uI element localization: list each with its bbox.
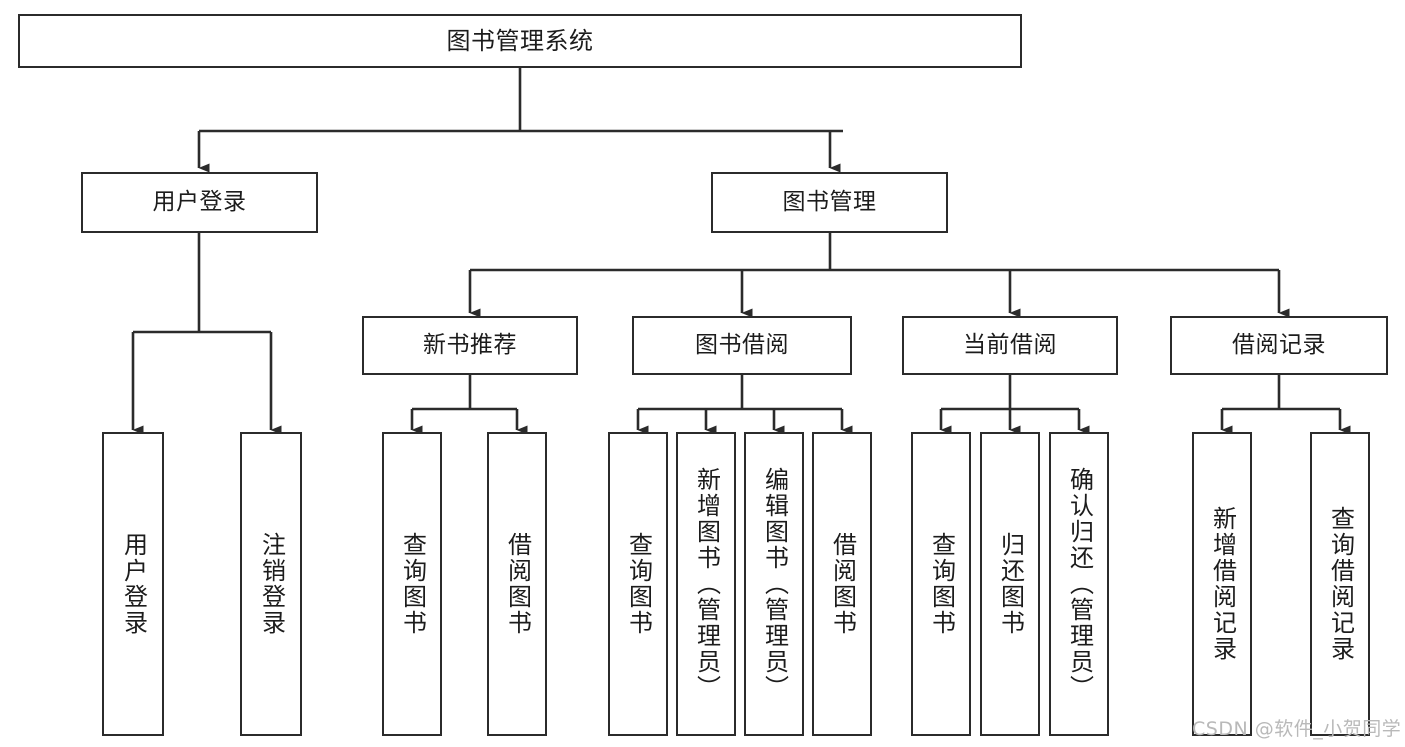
node-leaf-edit-book[interactable]: 编辑图书（管理员）: [744, 432, 804, 736]
node-label: 用户登录: [119, 532, 148, 636]
node-label: 查询借阅记录: [1326, 506, 1355, 662]
node-new-book-recommend[interactable]: 新书推荐: [362, 316, 578, 375]
node-leaf-logout[interactable]: 注销登录: [240, 432, 302, 736]
watermark-text: CSDN @软件_小贺同学: [1192, 718, 1402, 740]
node-label: 编辑图书（管理员）: [760, 467, 789, 701]
node-leaf-borrow-book-recommend[interactable]: 借阅图书: [487, 432, 547, 736]
node-label: 查询图书: [624, 532, 653, 636]
node-leaf-return-book[interactable]: 归还图书: [980, 432, 1040, 736]
node-label: 归还图书: [996, 532, 1025, 636]
node-leaf-borrow-book[interactable]: 借阅图书: [812, 432, 872, 736]
node-root-system[interactable]: 图书管理系统: [18, 14, 1022, 68]
node-label: 借阅图书: [828, 532, 857, 636]
node-label: 新增借阅记录: [1208, 506, 1237, 662]
node-current-borrow[interactable]: 当前借阅: [902, 316, 1118, 375]
node-label: 注销登录: [257, 532, 286, 636]
node-leaf-confirm-return[interactable]: 确认归还（管理员）: [1049, 432, 1109, 736]
node-leaf-query-book-borrow[interactable]: 查询图书: [608, 432, 668, 736]
node-label: 借阅记录: [1232, 331, 1326, 358]
node-label: 查询图书: [398, 532, 427, 636]
node-label: 用户登录: [152, 188, 247, 215]
node-leaf-query-book-recommend[interactable]: 查询图书: [382, 432, 442, 736]
node-user-login[interactable]: 用户登录: [81, 172, 318, 233]
node-label: 图书管理: [782, 188, 877, 215]
node-leaf-user-login[interactable]: 用户登录: [102, 432, 164, 736]
node-label: 新增图书（管理员）: [692, 467, 721, 701]
node-label: 查询图书: [927, 532, 956, 636]
node-book-management[interactable]: 图书管理: [711, 172, 948, 233]
node-book-borrow[interactable]: 图书借阅: [632, 316, 852, 375]
node-label: 确认归还（管理员）: [1065, 467, 1094, 701]
node-label: 图书管理系统: [446, 26, 594, 55]
node-label: 借阅图书: [503, 532, 532, 636]
node-leaf-add-borrow-record[interactable]: 新增借阅记录: [1192, 432, 1252, 736]
node-leaf-query-book-current[interactable]: 查询图书: [911, 432, 971, 736]
node-leaf-add-book[interactable]: 新增图书（管理员）: [676, 432, 736, 736]
node-leaf-query-borrow-record[interactable]: 查询借阅记录: [1310, 432, 1370, 736]
node-borrow-record[interactable]: 借阅记录: [1170, 316, 1388, 375]
node-label: 图书借阅: [695, 331, 789, 358]
node-label: 当前借阅: [963, 331, 1057, 358]
node-label: 新书推荐: [423, 331, 517, 358]
